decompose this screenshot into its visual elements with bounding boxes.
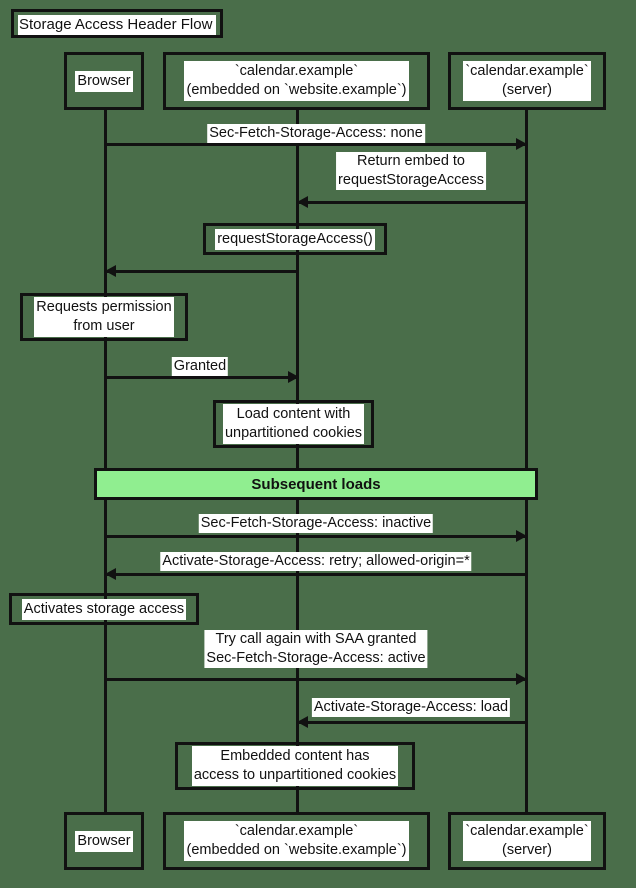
arrowhead-7 [516,673,527,685]
note-requests-permission-text: Requests permission from user [34,297,174,337]
divider-subsequent-loads-text: Subsequent loads [251,475,381,493]
diagram-title: Storage Access Header Flow [18,15,216,35]
participant-footer-browser[interactable]: Browser [64,812,144,870]
participant-footer-embed[interactable]: `calendar.example` (embedded on `website… [163,812,430,870]
note-load-content-text: Load content with unpartitioned cookies [222,404,365,444]
diagram-title-frame: Storage Access Header Flow [11,9,223,38]
participant-embed-label: `calendar.example` (embedded on `website… [184,61,409,101]
message-label-return-embed: Return embed to requestStorageAccess [336,152,486,190]
message-label-sec-fetch-none: Sec-Fetch-Storage-Access: none [207,124,425,143]
arrowhead-1 [516,138,527,150]
message-label-activate-load: Activate-Storage-Access: load [311,698,511,717]
note-activates-storage-access: Activates storage access [9,593,199,625]
note-requests-permission: Requests permission from user [20,293,188,341]
participant-browser[interactable]: Browser [64,52,144,110]
participant-browser-label: Browser [75,70,133,92]
arrowhead-3 [105,265,116,277]
message-line-6 [105,573,526,576]
participant-server-label: `calendar.example` (server) [463,61,591,101]
message-label-try-call-again: Try call again with SAA granted Sec-Fetc… [204,630,428,668]
note-embedded-content-access-text: Embedded content has access to unpartiti… [191,746,399,786]
participant-footer-server[interactable]: `calendar.example` (server) [448,812,606,870]
message-line-8 [297,721,526,724]
note-load-content: Load content with unpartitioned cookies [213,400,374,448]
participant-footer-server-label: `calendar.example` (server) [463,821,591,861]
participant-embed[interactable]: `calendar.example` (embedded on `website… [163,52,430,110]
arrowhead-5 [516,530,527,542]
message-line-embed-to-browser [105,270,298,273]
message-line-2 [297,201,526,204]
participant-server[interactable]: `calendar.example` (server) [448,52,606,110]
divider-subsequent-loads: Subsequent loads [94,468,538,500]
message-line-1 [105,143,526,146]
participant-footer-browser-label: Browser [75,830,133,852]
arrowhead-6 [105,568,116,580]
note-request-storage-access-text: requestStorageAccess() [215,228,375,250]
message-label-sec-fetch-inactive: Sec-Fetch-Storage-Access: inactive [198,514,434,533]
arrowhead-8 [297,716,308,728]
note-activates-storage-access-text: Activates storage access [21,598,187,620]
message-line-5 [105,535,526,538]
note-request-storage-access: requestStorageAccess() [203,223,387,255]
lifeline-embed [296,110,299,812]
lifeline-server [525,110,528,812]
message-label-granted: Granted [171,357,229,376]
message-line-4 [105,376,298,379]
lifeline-browser [104,110,107,812]
arrowhead-4 [288,371,299,383]
note-embedded-content-access: Embedded content has access to unpartiti… [175,742,415,790]
message-label-activate-retry: Activate-Storage-Access: retry; allowed-… [160,552,472,571]
arrowhead-2 [297,196,308,208]
message-line-7 [105,678,526,681]
participant-footer-embed-label: `calendar.example` (embedded on `website… [184,821,409,861]
